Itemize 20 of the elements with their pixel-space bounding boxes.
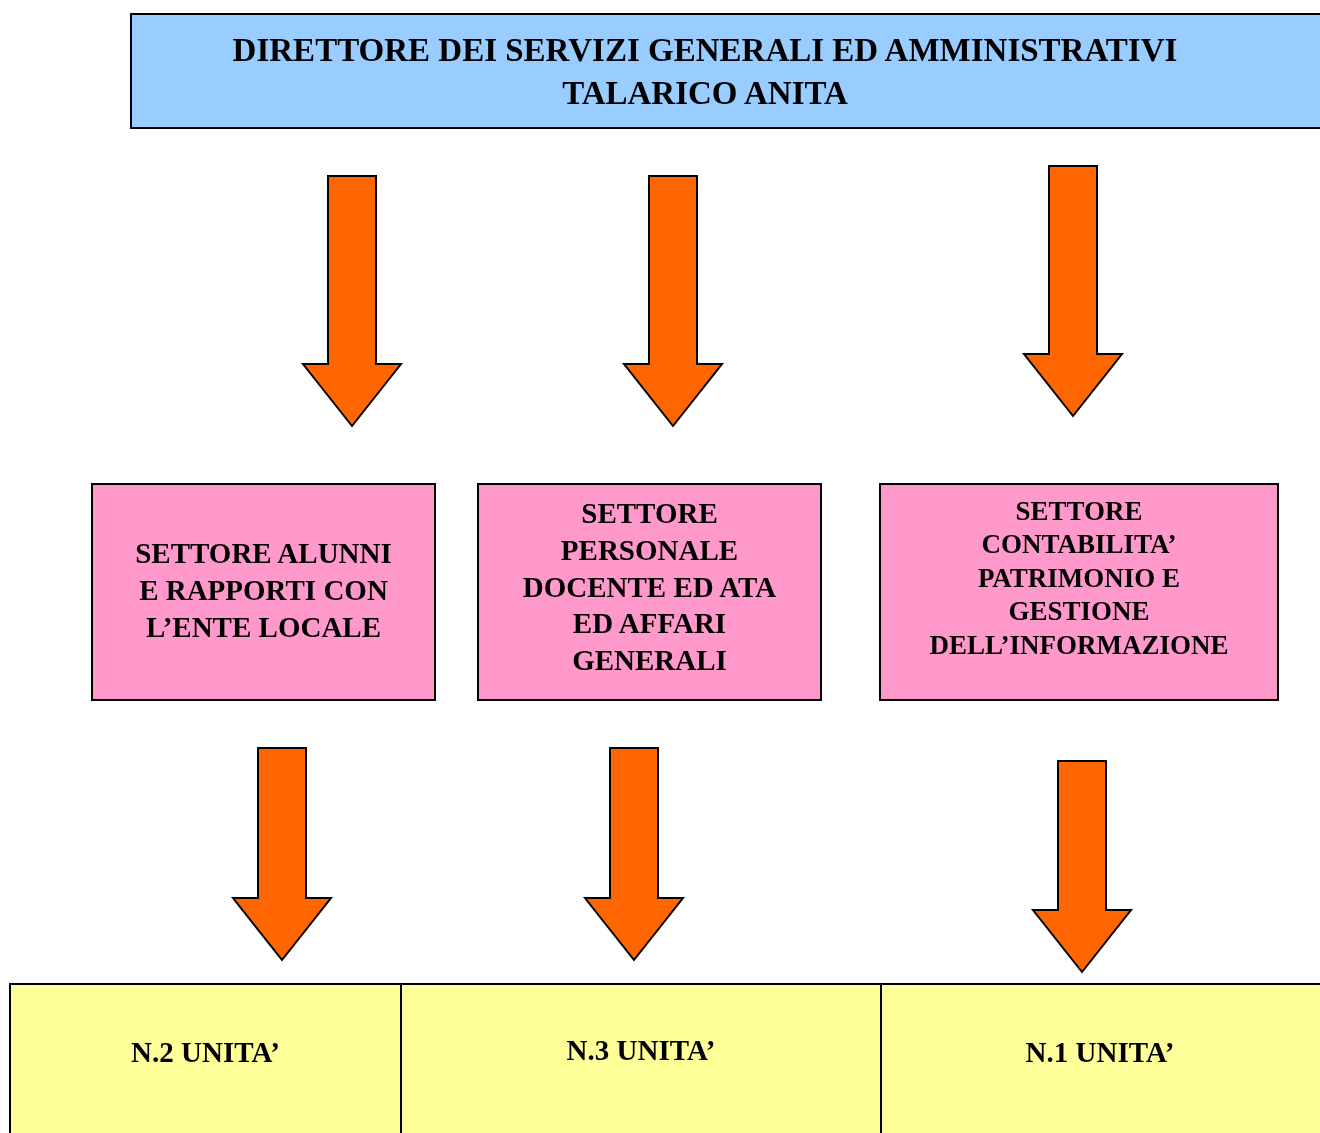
- sector-box: [879, 483, 1279, 701]
- block-arrow: [621, 175, 725, 428]
- block-arrow: [230, 747, 334, 962]
- block-arrow: [1021, 165, 1125, 418]
- unit-box: [9, 983, 402, 1133]
- unit-box: [880, 983, 1320, 1133]
- sector-box: [477, 483, 822, 701]
- block-arrow: [300, 175, 404, 428]
- box-title: N.3 UNITA’: [566, 1033, 716, 1068]
- box-title: DIRETTORE DEI SERVIZI GENERALI ED AMMINISTRATIVI TALARICO ANITA: [231, 31, 1179, 113]
- box-title: N.1 UNITA’: [1025, 1035, 1175, 1070]
- sector-box: [91, 483, 436, 701]
- box-title: SETTORE PERSONALE DOCENTE ED ATA ED AFFARI GENERALI: [521, 496, 778, 679]
- box-title: SETTORE ALUNNI E RAPPORTI CON L’ENTE LOCALE: [134, 536, 393, 645]
- box-title: SETTORE CONTABILITA’ PATRIMONIO E GESTIONE DELL’INFORMAZIONE: [928, 495, 1230, 662]
- box-title: N.2 UNITA’: [131, 1035, 280, 1070]
- unit-box: [400, 983, 882, 1133]
- header-box: [130, 13, 1320, 129]
- block-arrow: [582, 747, 686, 962]
- block-arrow: [1030, 760, 1134, 974]
